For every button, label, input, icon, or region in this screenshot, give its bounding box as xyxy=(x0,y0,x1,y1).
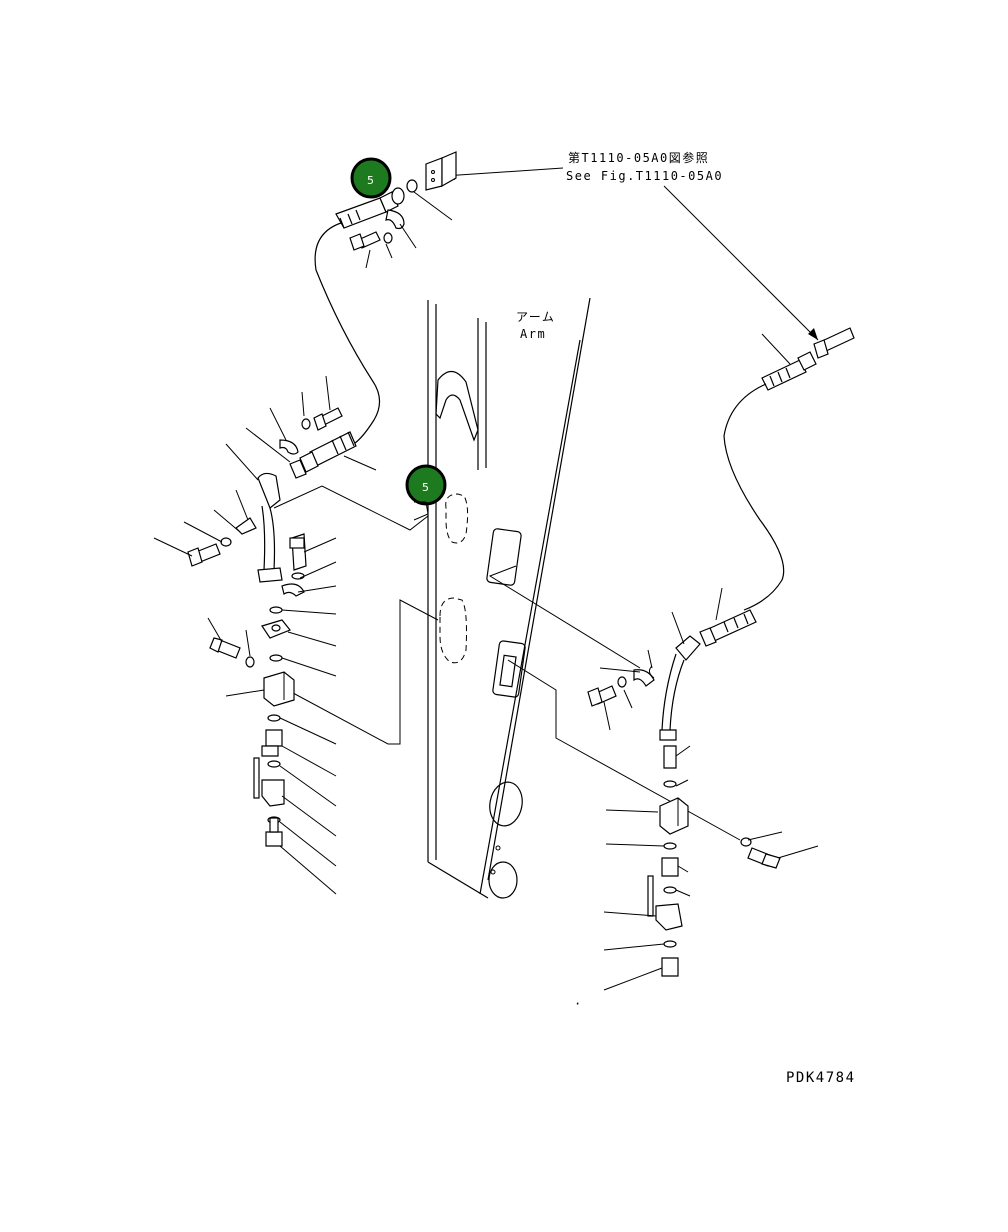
reference-text-jp: 第T1110-05A0図参照 xyxy=(568,150,709,165)
callout-badge-2-label: 5 xyxy=(422,481,429,494)
right-top-coupling xyxy=(761,327,855,391)
bottom-mark: · xyxy=(574,997,583,1011)
arm-pointer-line-1 xyxy=(273,485,429,531)
right-middle-fitting xyxy=(699,609,757,647)
reference-text-en: See Fig.T1110-05A0 xyxy=(566,169,723,183)
right-hose xyxy=(723,383,785,611)
leader-lines-top xyxy=(365,191,453,269)
leader-lines-right-clamp xyxy=(599,649,653,731)
drawing-code: PDK4784 xyxy=(786,1070,856,1086)
reference-leader-right xyxy=(663,185,819,341)
callout-badge-1-label: 5 xyxy=(367,174,374,187)
arm-label-en: Arm xyxy=(520,327,546,341)
right-lower-bolt xyxy=(740,837,781,869)
left-hose xyxy=(314,221,381,447)
arm-pointer-line-3 xyxy=(488,565,641,669)
arm-label-jp: アーム xyxy=(516,310,555,324)
top-bracket xyxy=(425,151,457,191)
left-middle-fitting xyxy=(279,407,357,479)
right-clamp-group xyxy=(587,665,655,707)
top-clamp-group xyxy=(349,209,405,251)
left-stack xyxy=(253,533,307,847)
callout-badge-2[interactable]: 5 xyxy=(405,464,447,506)
arrow-head-right xyxy=(808,328,818,340)
right-stack xyxy=(647,745,689,977)
left-elbow-tube xyxy=(187,472,283,583)
callout-badge-1[interactable]: 5 xyxy=(350,157,392,199)
leader-right-elbow xyxy=(671,611,685,645)
right-elbow-tube xyxy=(659,635,701,741)
callout-2-flag xyxy=(413,501,429,521)
arm-pointer-line-4 xyxy=(507,659,741,841)
callout-badge-1-circle xyxy=(350,157,392,199)
arm-body xyxy=(427,297,591,899)
leader-lines-left-elbow xyxy=(153,443,259,557)
leader-right-middle-fitting xyxy=(715,587,723,621)
arm-pointer-line-2 xyxy=(279,599,439,745)
leader-lines-left-middle xyxy=(245,375,377,471)
leader-right-top-fitting xyxy=(761,333,791,365)
leader-lines-right-stack xyxy=(603,745,819,991)
left-hose-top-fitting xyxy=(335,179,418,229)
leader-lines-left-stack xyxy=(207,537,337,895)
left-lower-bolt xyxy=(209,637,255,668)
reference-leader-top xyxy=(443,167,564,177)
